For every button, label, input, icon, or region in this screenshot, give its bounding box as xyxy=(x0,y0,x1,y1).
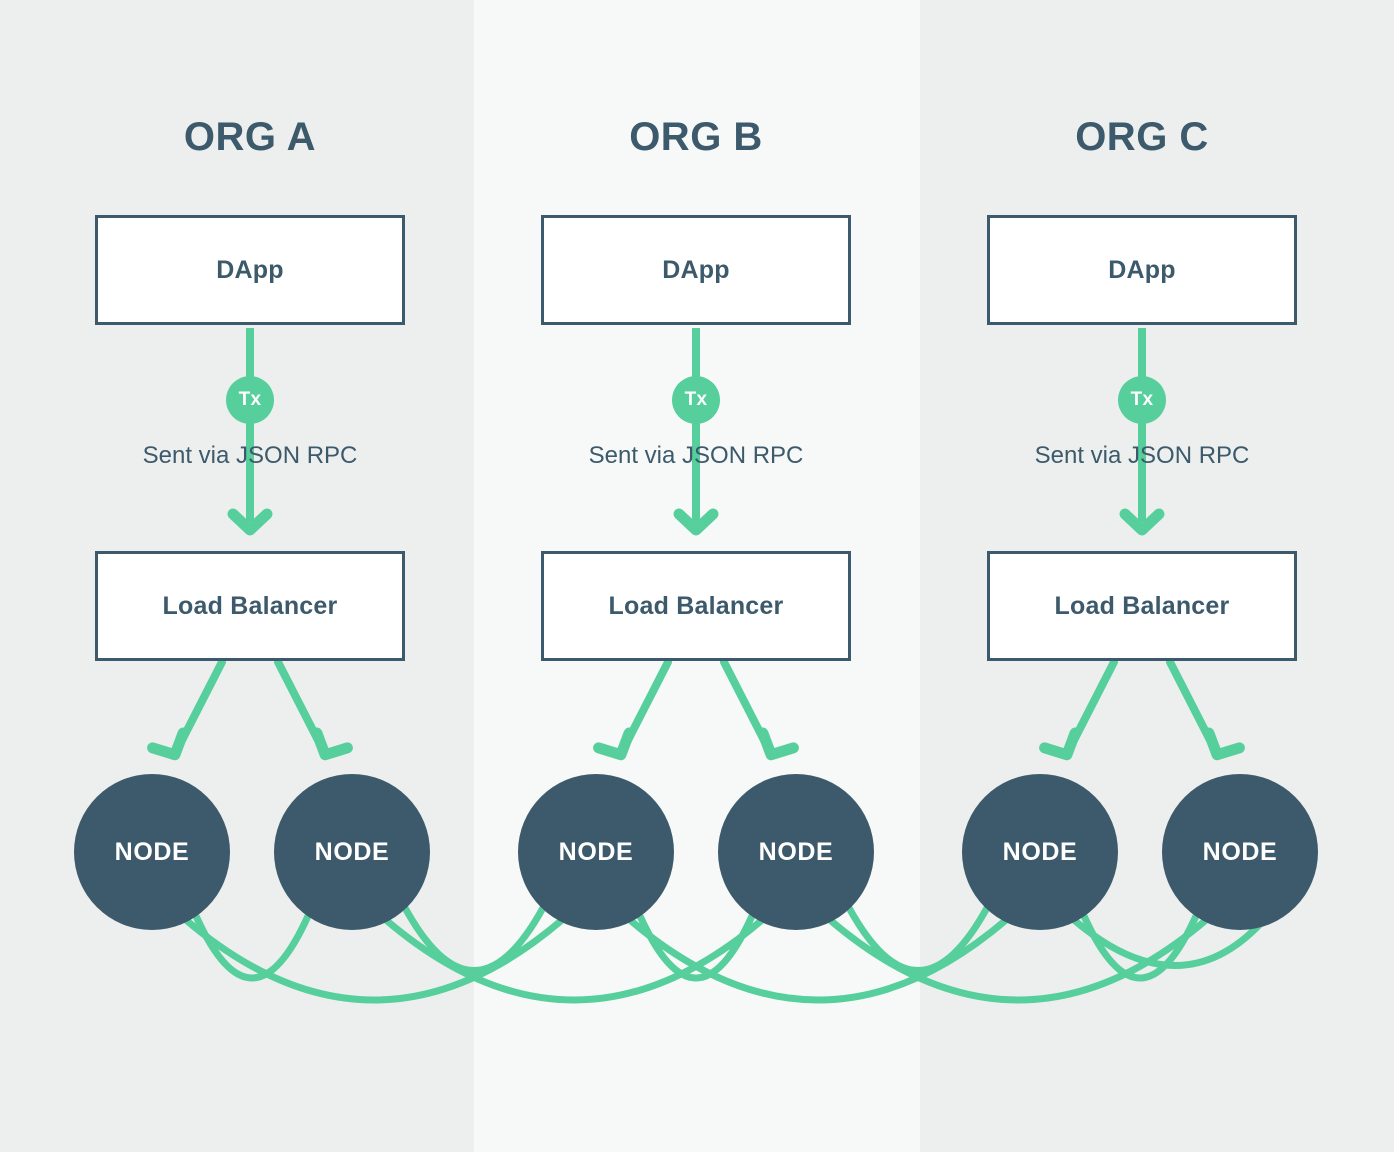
dapp-box-org-c[interactable]: DApp xyxy=(987,215,1297,325)
node-circle-b1[interactable]: NODE xyxy=(518,774,674,930)
node-circle-c2[interactable]: NODE xyxy=(1162,774,1318,930)
tx-badge-org-a[interactable]: Tx xyxy=(226,376,274,424)
load-balancer-box-org-a[interactable]: Load Balancer xyxy=(95,551,405,661)
node-circle-b2[interactable]: NODE xyxy=(718,774,874,930)
node-circle-a1[interactable]: NODE xyxy=(74,774,230,930)
node-circle-a2[interactable]: NODE xyxy=(274,774,430,930)
org-title-c: ORG C xyxy=(1075,115,1209,159)
node-circle-c1[interactable]: NODE xyxy=(962,774,1118,930)
org-title-b: ORG B xyxy=(629,115,763,159)
dapp-box-org-b[interactable]: DApp xyxy=(541,215,851,325)
dapp-box-org-a[interactable]: DApp xyxy=(95,215,405,325)
load-balancer-box-org-c[interactable]: Load Balancer xyxy=(987,551,1297,661)
rpc-label-org-b: Sent via JSON RPC xyxy=(588,442,804,469)
dapp-label: DApp xyxy=(662,255,730,284)
node-label: NODE xyxy=(314,837,390,866)
dapp-label: DApp xyxy=(1108,255,1176,284)
node-label: NODE xyxy=(558,837,634,866)
rpc-label-org-a: Sent via JSON RPC xyxy=(142,442,358,469)
tx-badge-org-b[interactable]: Tx xyxy=(672,376,720,424)
tx-badge-org-c[interactable]: Tx xyxy=(1118,376,1166,424)
dapp-label: DApp xyxy=(216,255,284,284)
load-balancer-label: Load Balancer xyxy=(162,591,338,620)
tx-label: Tx xyxy=(1130,389,1154,410)
org-title-a: ORG A xyxy=(183,115,317,159)
node-label: NODE xyxy=(1002,837,1078,866)
node-label: NODE xyxy=(758,837,834,866)
load-balancer-label: Load Balancer xyxy=(608,591,784,620)
tx-label: Tx xyxy=(684,389,708,410)
load-balancer-label: Load Balancer xyxy=(1054,591,1230,620)
rpc-label-org-c: Sent via JSON RPC xyxy=(1034,442,1250,469)
tx-label: Tx xyxy=(238,389,262,410)
node-label: NODE xyxy=(114,837,190,866)
load-balancer-box-org-b[interactable]: Load Balancer xyxy=(541,551,851,661)
node-label: NODE xyxy=(1202,837,1278,866)
